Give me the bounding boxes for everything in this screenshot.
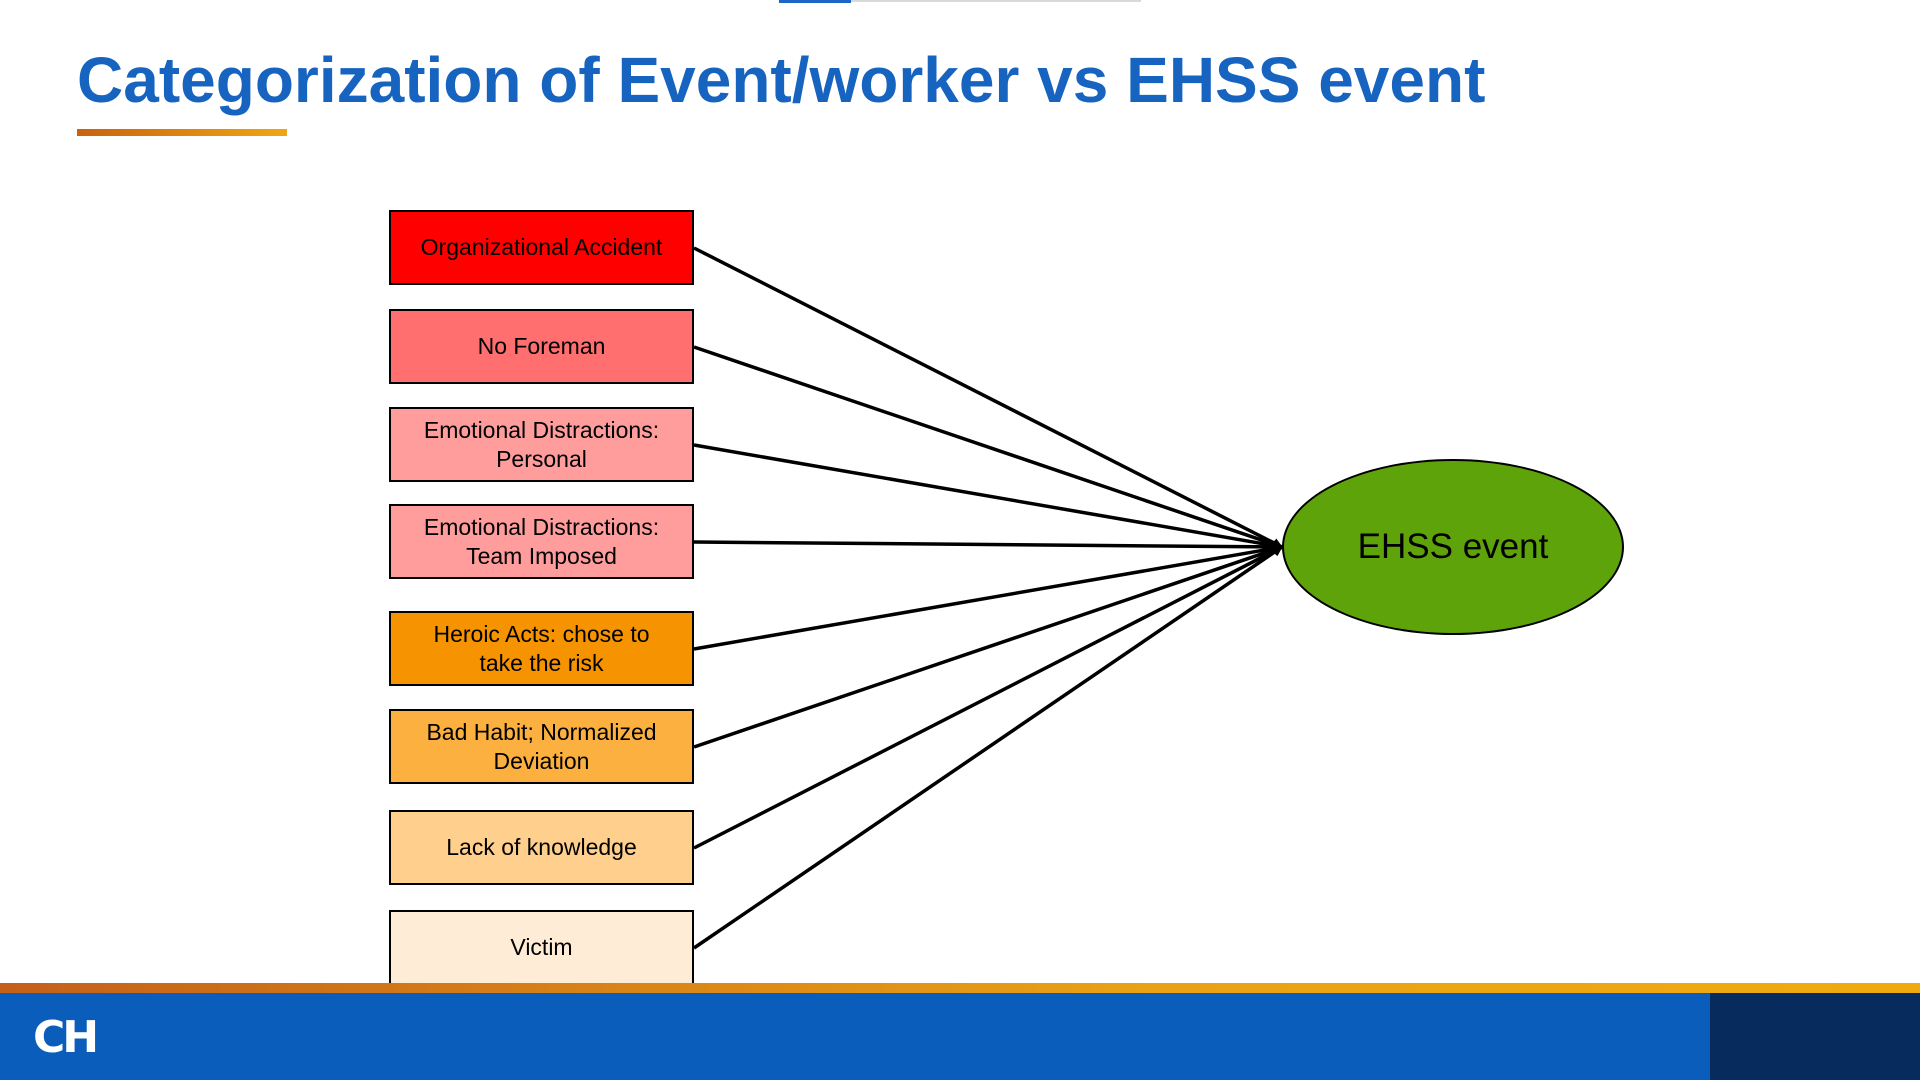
ehss-event-ellipse: EHSS event: [1282, 459, 1624, 635]
footer-bar: [0, 993, 1710, 1080]
top-tab-track: [851, 0, 1141, 2]
connector-line-organizational-accident: [693, 246, 1283, 549]
connector-line-bad-habit: [693, 545, 1283, 749]
connector-line-emotional-team: [693, 540, 1283, 552]
footer-dark-block: [1710, 993, 1920, 1080]
category-box-no-foreman: No Foreman: [389, 309, 694, 384]
slide-title: Categorization of Event/worker vs EHSS e…: [77, 44, 1486, 116]
connector-line-no-foreman: [693, 345, 1283, 549]
category-box-bad-habit: Bad Habit; Normalized Deviation: [389, 709, 694, 784]
footer-accent-stripe: [0, 983, 1920, 993]
connector-line-victim: [693, 545, 1283, 950]
category-box-emotional-personal: Emotional Distractions: Personal: [389, 407, 694, 482]
category-box-heroic-acts: Heroic Acts: chose to take the risk: [389, 611, 694, 686]
connector-line-heroic-acts: [693, 543, 1283, 651]
category-box-emotional-team: Emotional Distractions: Team Imposed: [389, 504, 694, 579]
connector-line-lack-of-knowledge: [693, 545, 1283, 850]
category-box-lack-of-knowledge: Lack of knowledge: [389, 810, 694, 885]
connector-line-emotional-personal: [693, 443, 1283, 551]
title-underline: [77, 129, 287, 136]
company-logo-icon: CH: [33, 1012, 99, 1063]
category-box-organizational-accident: Organizational Accident: [389, 210, 694, 285]
ehss-event-label: EHSS event: [1357, 527, 1549, 566]
category-box-victim: Victim: [389, 910, 694, 985]
top-tab-indicator: [779, 0, 851, 3]
